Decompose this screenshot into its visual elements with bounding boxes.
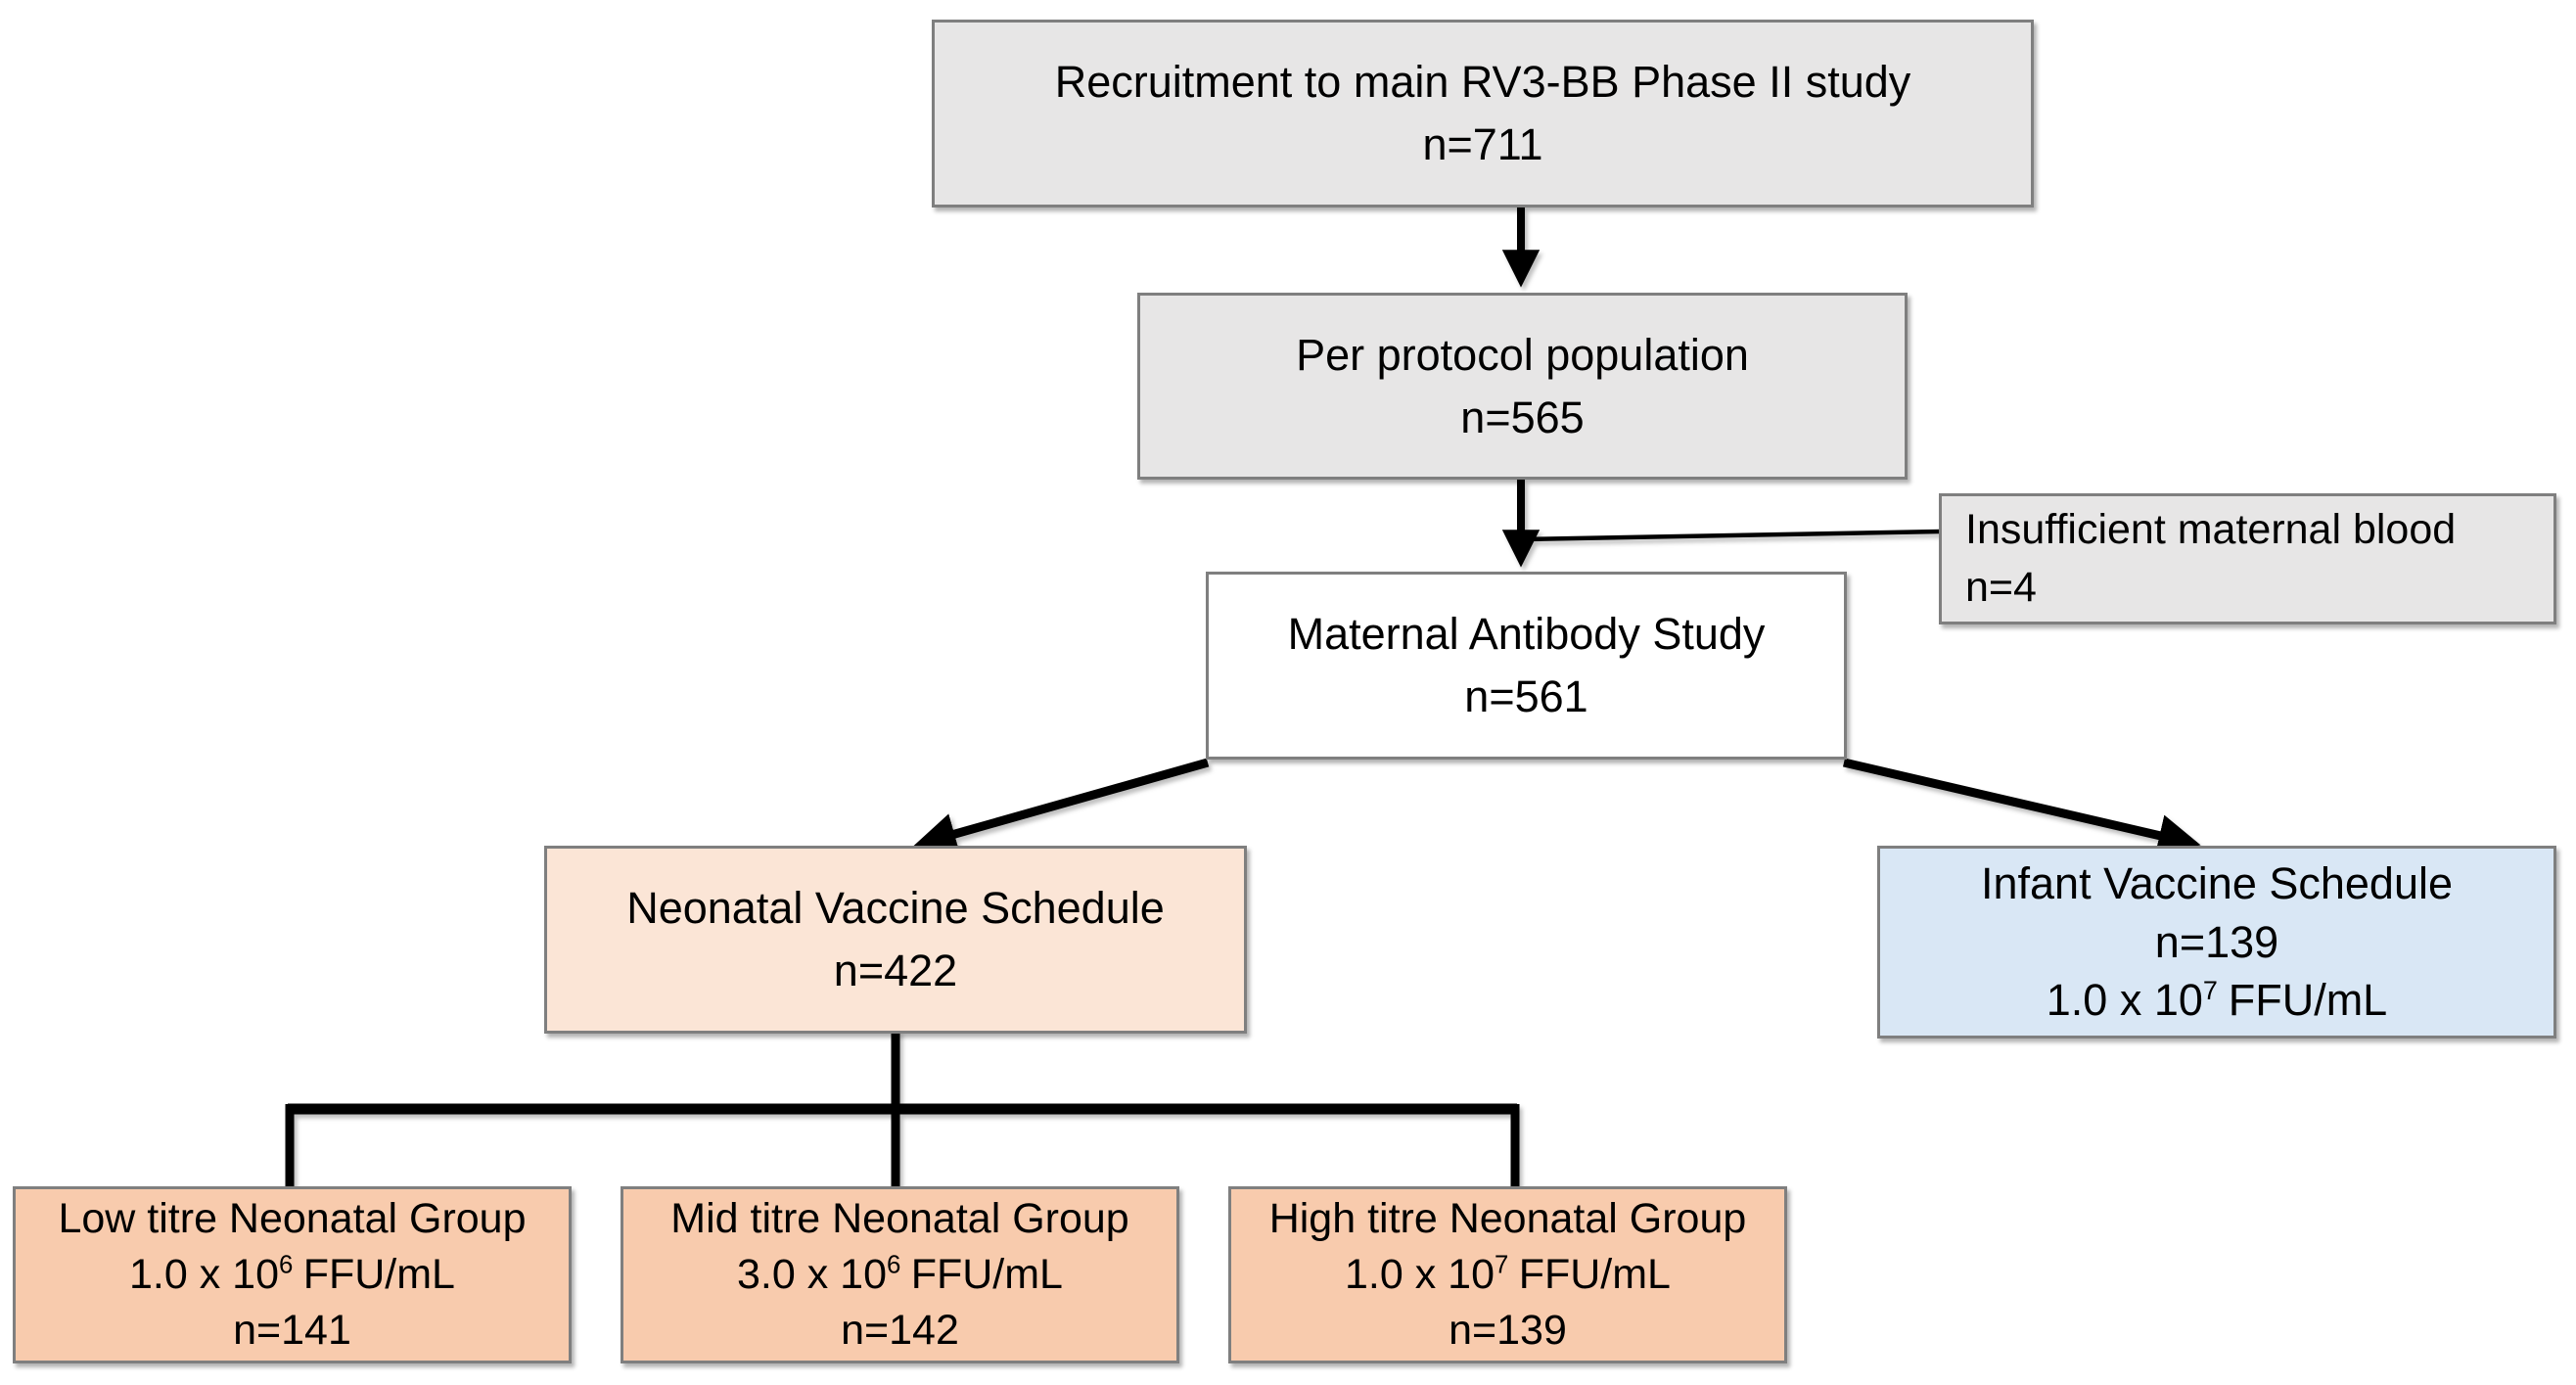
per-protocol-box: Per protocol population n=565	[1137, 293, 1908, 480]
infant-count: n=139	[2154, 916, 2279, 967]
insufficient-count: n=4	[1965, 564, 2037, 611]
low-titre-exponent: 6	[279, 1251, 294, 1279]
mid-titre-exponent: 6	[887, 1251, 901, 1279]
low-titre-count: n=141	[233, 1307, 351, 1355]
maternal-count: n=561	[1464, 671, 1588, 721]
recruitment-count: n=711	[1422, 119, 1543, 169]
infant-titre-exponent: 7	[2202, 976, 2218, 1006]
high-titre-unit: FFU/mL	[1518, 1250, 1671, 1298]
per-protocol-title: Per protocol population	[1296, 329, 1749, 380]
insufficient-title: Insufficient maternal blood	[1965, 505, 2457, 553]
insufficient-maternal-blood-box: Insufficient maternal blood n=4	[1939, 493, 2556, 624]
high-titre-group-box: High titre Neonatal Group 1.0 x 107 FFU/m…	[1228, 1186, 1787, 1363]
mid-titre-count: n=142	[841, 1307, 959, 1355]
high-titre-dose: 1.0 x 107 FFU/mL	[1345, 1247, 1671, 1303]
mid-titre-unit: FFU/mL	[910, 1250, 1063, 1298]
maternal-antibody-study-box: Maternal Antibody Study n=561	[1206, 572, 1847, 760]
mid-titre-base: 3.0 x 10	[737, 1250, 888, 1298]
per-protocol-count: n=565	[1460, 392, 1585, 442]
high-titre-exponent: 7	[1495, 1251, 1509, 1279]
line-branch-to-insufficient	[1522, 529, 1942, 542]
arrow-maternal-to-neonatal	[913, 758, 1210, 854]
mid-titre-title: Mid titre Neonatal Group	[670, 1194, 1129, 1242]
neonatal-title: Neonatal Vaccine Schedule	[626, 883, 1165, 934]
mid-titre-dose: 3.0 x 106 FFU/mL	[737, 1247, 1063, 1303]
high-titre-title: High titre Neonatal Group	[1268, 1194, 1747, 1242]
infant-titre-base: 1.0 x 10	[2046, 975, 2203, 1026]
neonatal-count: n=422	[833, 946, 958, 995]
mid-titre-group-box: Mid titre Neonatal Group 3.0 x 106 FFU/mL…	[621, 1186, 1179, 1363]
low-titre-title: Low titre Neonatal Group	[58, 1194, 527, 1242]
maternal-title: Maternal Antibody Study	[1287, 609, 1766, 660]
recruitment-title: Recruitment to main RV3-BB Phase II stud…	[1054, 57, 1911, 108]
arrow-maternal-to-infant	[1842, 758, 2201, 856]
low-titre-dose: 1.0 x 106 FFU/mL	[129, 1247, 455, 1303]
low-titre-group-box: Low titre Neonatal Group 1.0 x 106 FFU/mL…	[13, 1186, 572, 1363]
infant-titre: 1.0 x 107 FFU/mL	[2047, 971, 2387, 1030]
high-titre-base: 1.0 x 10	[1345, 1250, 1495, 1298]
recruitment-box: Recruitment to main RV3-BB Phase II stud…	[932, 20, 2034, 208]
low-titre-base: 1.0 x 10	[129, 1250, 280, 1298]
infant-titre-unit: FFU/mL	[2228, 975, 2388, 1026]
low-titre-unit: FFU/mL	[302, 1250, 455, 1298]
neonatal-schedule-box: Neonatal Vaccine Schedule n=422	[544, 846, 1247, 1034]
infant-title: Infant Vaccine Schedule	[1981, 857, 2453, 908]
high-titre-count: n=139	[1449, 1307, 1567, 1355]
